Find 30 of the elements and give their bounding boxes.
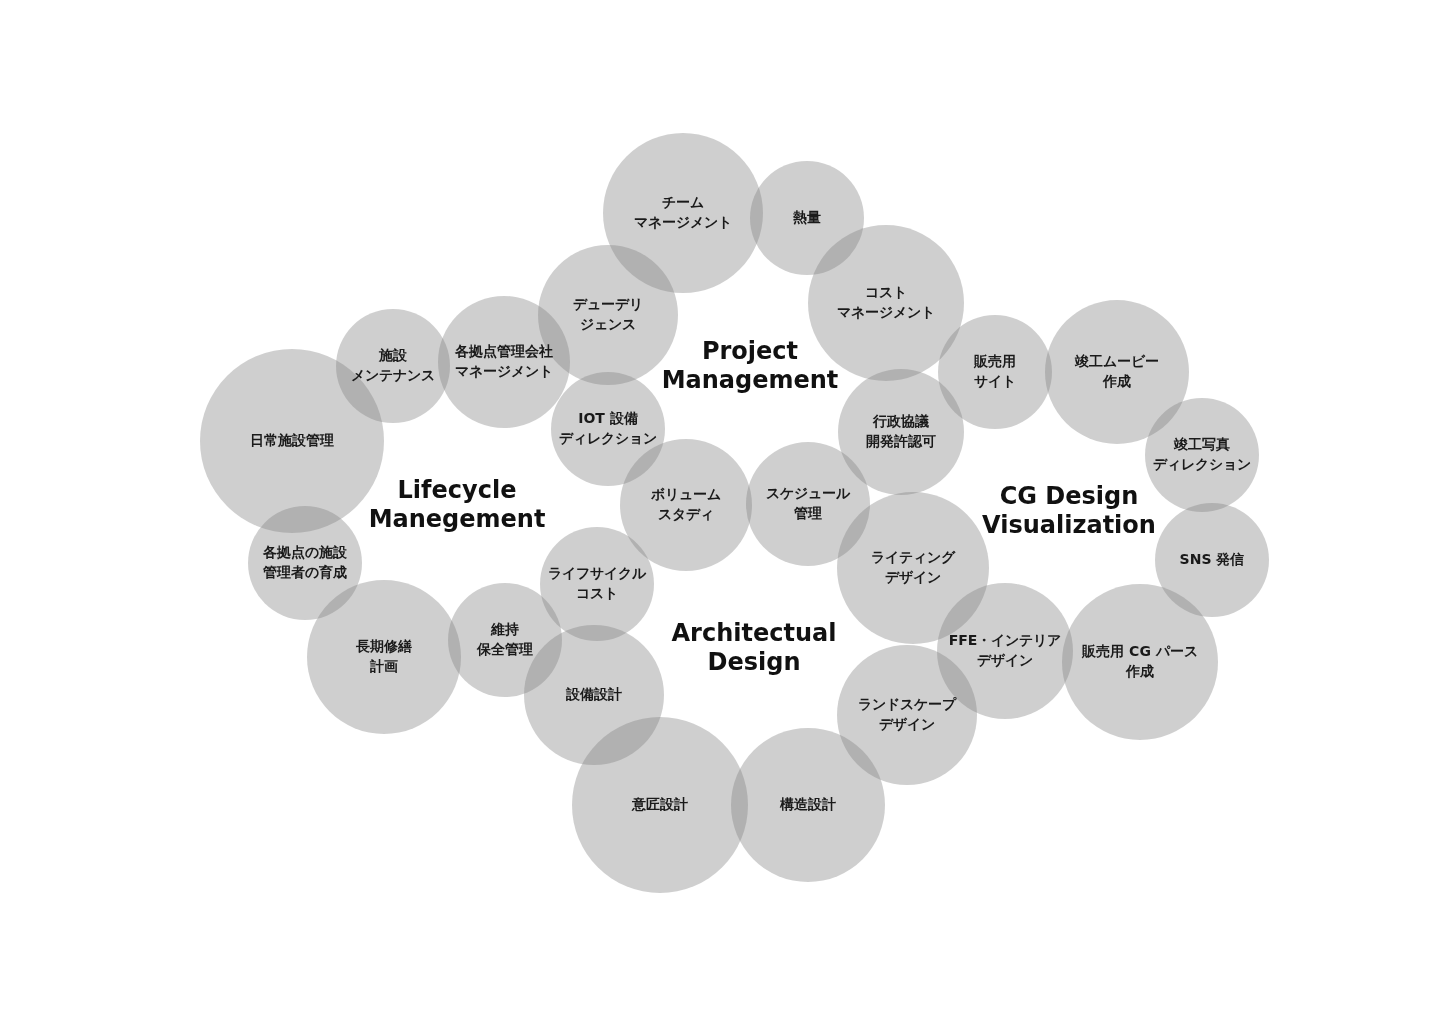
node-label: 維持保全管理 [477, 620, 533, 659]
node-label: 販売用 CG パース作成 [1082, 642, 1198, 681]
node-label: 構造設計 [780, 795, 836, 815]
node-label: 日常施設管理 [250, 431, 334, 451]
node-label: コストマネージメント [837, 283, 935, 322]
node-label: スケジュール管理 [766, 484, 850, 523]
node-label: 竣工写真ディレクション [1153, 435, 1251, 474]
node-label: FFE・インテリアデザイン [948, 631, 1062, 670]
node-label: 各拠点の施設管理者の育成 [263, 543, 347, 582]
node-label: デューデリジェンス [573, 295, 643, 334]
category-label: Lifecycle Manegement [367, 476, 547, 534]
node-label: ランドスケープデザイン [858, 695, 956, 734]
node-label: SNS 発信 [1179, 550, 1245, 570]
node-label: 販売用サイト [974, 352, 1016, 391]
node-label: 意匠設計 [632, 795, 688, 815]
category-label: CG Design Visualization [981, 482, 1157, 540]
node-label: 竣工ムービー作成 [1075, 352, 1159, 391]
node-label: 熱量 [793, 208, 821, 228]
node-label: 各拠点管理会社マネージメント [455, 342, 553, 381]
node-label: チームマネージメント [634, 193, 732, 232]
node-label: IOT 設備ディレクション [559, 409, 657, 448]
category-label: Project Management [660, 337, 840, 395]
node-label: ボリュームスタディ [651, 485, 721, 524]
node-label: ライフサイクルコスト [548, 564, 646, 603]
node-label: 行政協議開発許認可 [866, 412, 936, 451]
node-label: 設備設計 [566, 685, 622, 705]
node-label: ライティングデザイン [871, 548, 955, 587]
node-label: 施設メンテナンス [351, 346, 435, 385]
category-label: Architectual Design [670, 619, 838, 677]
node-label: 長期修繕計画 [356, 637, 412, 676]
